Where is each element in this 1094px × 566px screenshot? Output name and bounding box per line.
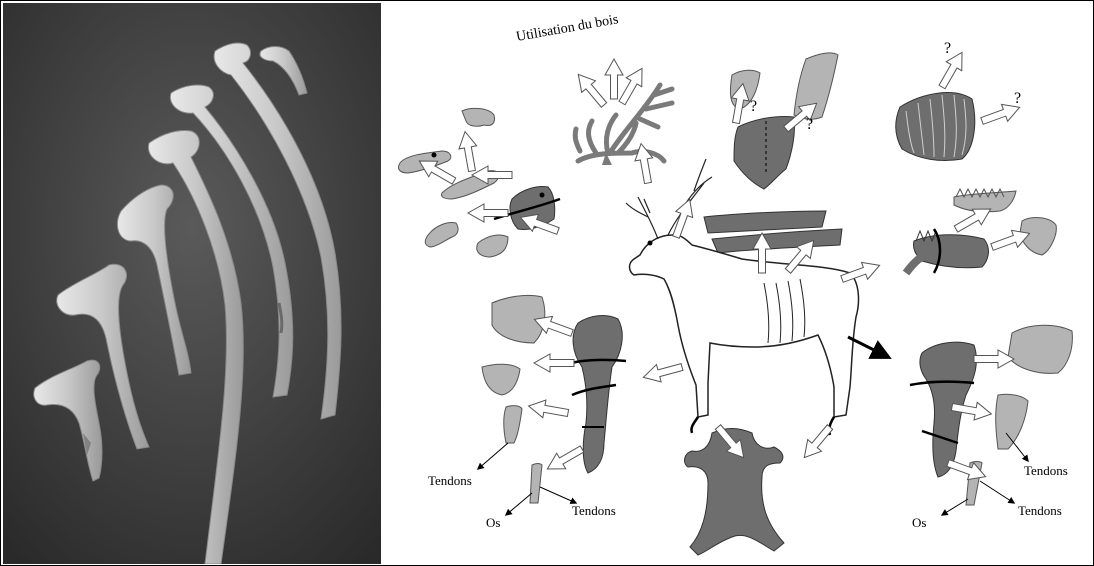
scapula-fragments — [730, 53, 838, 189]
label-q2: ? — [806, 116, 813, 133]
label-tendons-hind-2: Tendons — [1018, 503, 1062, 518]
reindeer-outline — [626, 159, 858, 435]
backstrap-fragments — [704, 211, 842, 253]
label-os-hind: Os — [912, 515, 926, 530]
label-tendons-hind-1: Tendons — [1024, 463, 1068, 478]
label-antler-use: Utilisation du bois — [515, 12, 619, 45]
label-tendons-fore-1: Tendons — [428, 473, 472, 488]
label-tendons-fore-2: Tendons — [572, 503, 616, 518]
label-q3: ? — [944, 40, 951, 57]
label-q1: ? — [750, 98, 757, 115]
hindleg-fragments — [910, 325, 1072, 505]
label-os-fore: Os — [486, 515, 500, 530]
skull-fragments — [398, 108, 560, 257]
reindeer-butchery-diagram: Utilisation du bois — [382, 3, 1093, 564]
label-q4: ? — [1014, 90, 1021, 107]
rib-bones-photo — [3, 3, 381, 564]
spine-fragments — [906, 189, 1056, 273]
ribcage-fragment — [896, 93, 975, 161]
